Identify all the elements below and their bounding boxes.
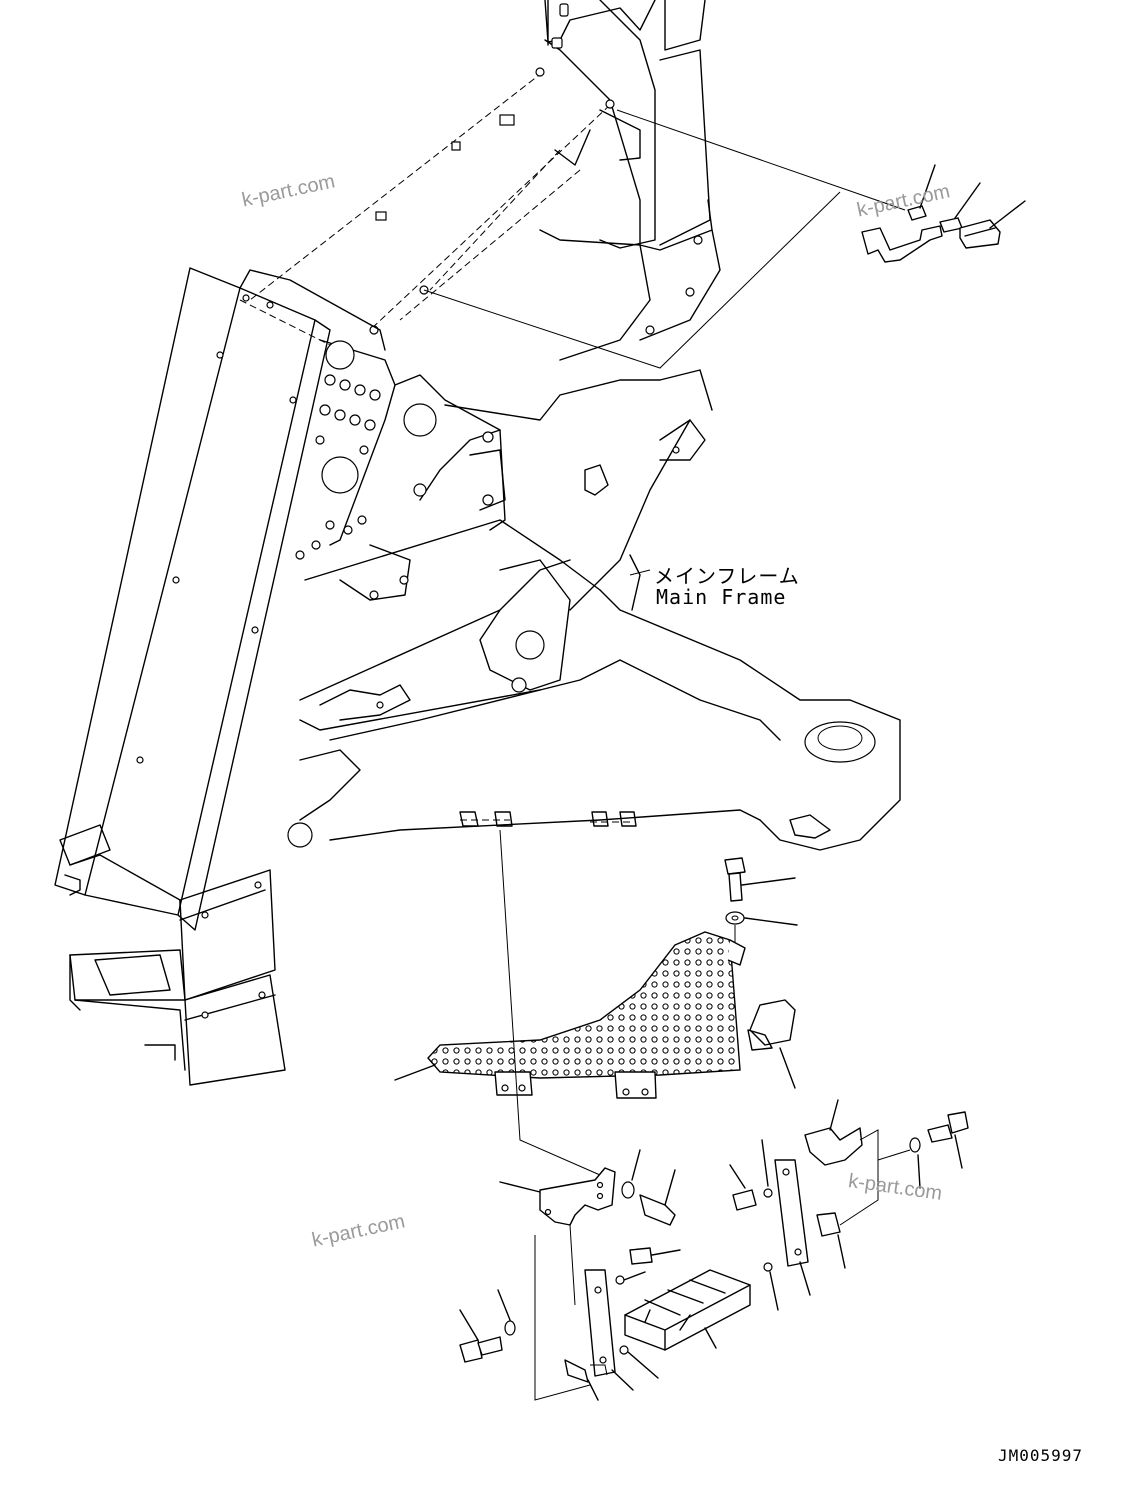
- main-frame-body: [59, 369, 901, 911]
- main-frame-label-en: Main Frame: [656, 585, 787, 609]
- plate-bolt-and-washer: [724, 857, 798, 945]
- perforated-step-plate: [394, 829, 746, 1176]
- drawing-code: JM005997: [998, 1446, 1084, 1465]
- lower-step-box-left: [69, 869, 286, 1086]
- main-frame-label-jp: メインフレーム: [654, 564, 800, 588]
- main-frame-leader: [629, 569, 651, 576]
- upper-handrail-assembly: [423, 109, 1026, 369]
- plate-clip-bracket: [747, 999, 796, 1089]
- upper-frame-column: [539, 0, 721, 361]
- left-diagonal-column: [54, 267, 396, 931]
- mounting-dashed-lines-upper: [249, 67, 641, 335]
- lower-step-hardware: [459, 1099, 969, 1401]
